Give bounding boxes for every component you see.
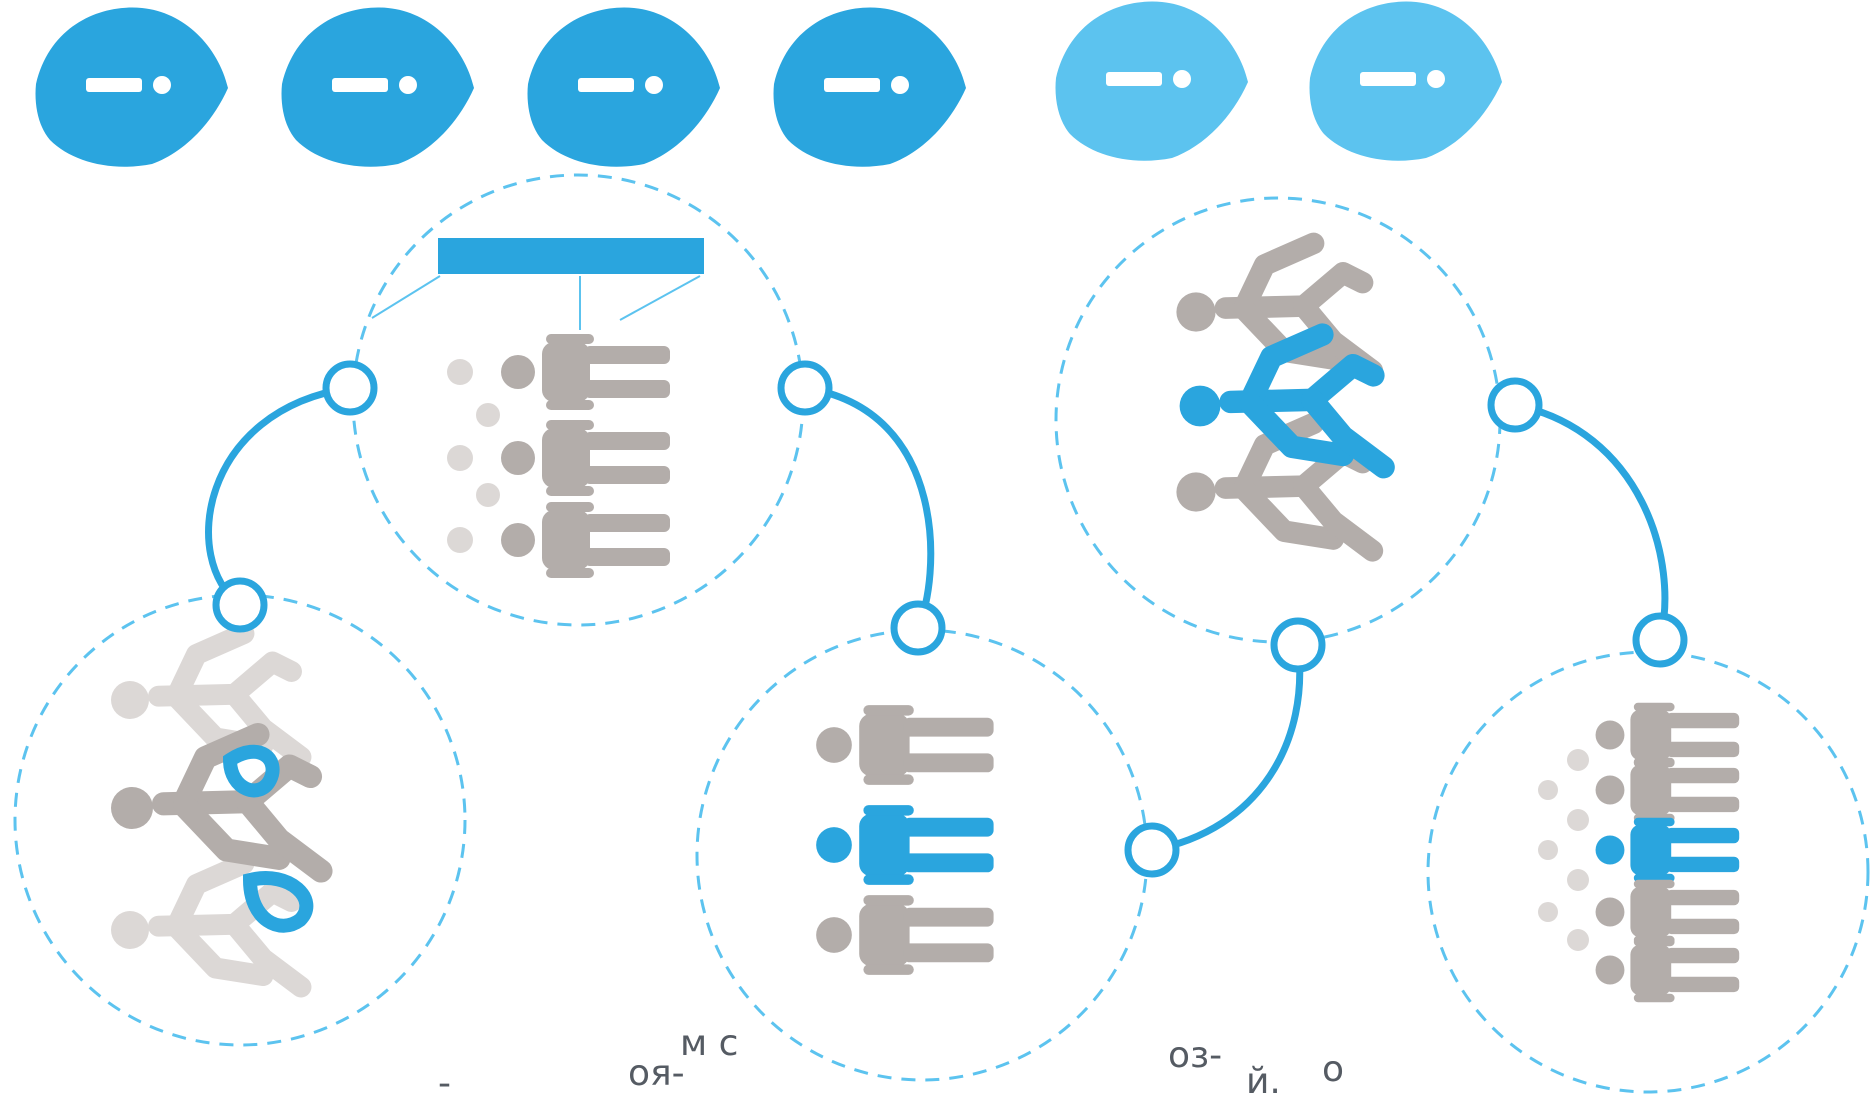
connector-node — [322, 360, 378, 416]
badge-bar — [1106, 72, 1162, 86]
badge-bar — [86, 78, 142, 92]
person-figure — [816, 705, 994, 785]
text-fragment: оя- — [628, 1053, 685, 1094]
connector-line — [205, 384, 354, 609]
connector-line — [801, 384, 935, 632]
person-figure — [1595, 879, 1740, 945]
text-fragment: й. — [1246, 1061, 1281, 1102]
connector-node — [1270, 617, 1326, 673]
badge-dot — [1427, 70, 1445, 88]
runner-figure — [1176, 232, 1384, 382]
standing-people-group-icon — [371, 238, 704, 578]
text-fragment: - — [438, 1063, 451, 1104]
badge-minus-icon — [773, 7, 966, 167]
connector-node — [1632, 612, 1688, 668]
badge-dot — [153, 76, 171, 94]
person-figure — [1595, 817, 1740, 883]
badge-bar — [1360, 72, 1416, 86]
badge-minus-icon — [35, 7, 228, 167]
badge-bar — [332, 78, 388, 92]
badge-dot — [1173, 70, 1191, 88]
person-figure — [1595, 757, 1740, 823]
text-fragment: м с — [680, 1023, 739, 1064]
runner-figure — [111, 853, 312, 998]
badge-minus-icon — [281, 7, 474, 167]
person-figure — [816, 805, 994, 885]
badge-minus-icon — [1309, 1, 1502, 161]
connector-node — [890, 600, 946, 656]
runner-figure — [111, 722, 333, 883]
badge-bar — [824, 78, 880, 92]
connector-node — [1487, 377, 1543, 433]
badge-dot — [399, 76, 417, 94]
person-figure — [501, 334, 670, 410]
person-figure — [1595, 702, 1740, 768]
person-figure — [501, 502, 670, 578]
connector-line — [1511, 401, 1669, 644]
runners-group-icon — [111, 623, 333, 998]
badge-minus-icon — [1055, 1, 1248, 161]
runners-group-icon — [1176, 232, 1395, 562]
text-fragment: оз- — [1168, 1035, 1223, 1076]
connector-node — [1124, 822, 1180, 878]
text-fragment: о — [1322, 1049, 1345, 1090]
connector-node — [212, 577, 268, 633]
connector-line — [1148, 641, 1304, 854]
five-people-highlight-icon — [1538, 702, 1740, 1003]
runner-figure — [111, 623, 312, 768]
badge-dot — [645, 76, 663, 94]
badge-dot — [891, 76, 909, 94]
person-figure — [501, 420, 670, 496]
badge-bar — [578, 78, 634, 92]
person-figure — [816, 895, 994, 975]
person-figure — [1595, 937, 1740, 1003]
badge-minus-icon — [527, 7, 720, 167]
runner-figure — [1179, 323, 1395, 479]
connector-node — [777, 360, 833, 416]
top-bar — [438, 238, 704, 274]
three-people-highlight-icon — [816, 705, 994, 975]
